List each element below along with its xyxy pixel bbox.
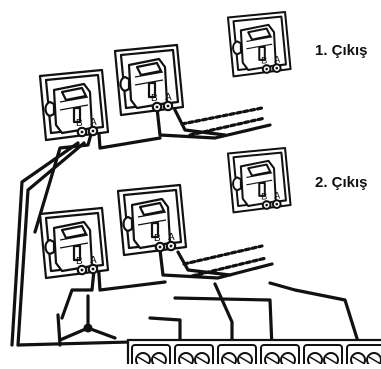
side-clip [232,176,242,192]
terminal-cell-slot [137,356,165,364]
terminal-b-label: B [261,192,267,202]
wire-bottom-dashed-2 [182,244,264,266]
module-top [60,224,88,240]
terminal-b-screw [158,245,162,249]
terminal-a-screw [169,244,173,248]
wire-bus-3 [58,326,90,342]
wire-bus-2 [86,294,117,340]
wire-top-dashed-2 [180,106,264,126]
module-top [247,163,272,177]
terminal-cell-slot [180,356,208,364]
module-top [60,86,88,102]
terminal-cell-slot [309,356,337,364]
terminal-cell-slot [266,356,294,364]
terminal-a-screw [275,66,279,70]
wire-top-4 [173,108,227,137]
wire-bus-6 [268,281,362,350]
wires [10,106,362,350]
terminal-b-screw [155,105,159,109]
terminal-a-screw [91,129,95,133]
wire-bus-7 [213,282,234,350]
wire-top-dashed-1 [188,116,267,137]
wire-riser-2 [16,141,86,347]
module-slot [72,106,82,124]
terminal-a-label: A [168,232,175,243]
side-clip [44,238,56,256]
terminal-cell-1 [131,344,171,369]
terminal-b-label: B [261,56,267,66]
terminal-b-label: B [154,233,161,244]
terminal-cell-2 [174,344,214,369]
wire-bottom-1 [60,258,97,320]
side-clip [119,75,131,93]
terminal-b-screw [80,130,84,134]
output-label-1: 1. Çıkış [315,42,368,59]
terminal-cell-slot [352,356,380,364]
terminal-cell-5 [303,344,343,369]
terminal-b-label: B [76,256,83,267]
wire-bus-4 [148,316,182,350]
terminal-b-screw [265,203,268,207]
wire-bus-5 [173,296,274,350]
terminal-block [126,338,381,369]
terminal-b-label: B [76,118,83,129]
module-top [138,201,166,217]
module-top [135,61,163,77]
module-slot [147,81,157,99]
module-slot [72,244,82,262]
terminal-a-screw [275,202,279,206]
wire-bottom-4 [176,250,232,277]
module-slot [258,45,266,61]
wire-riser-1 [10,141,80,347]
wire-bus-8 [16,340,132,347]
terminal-a-label: A [274,191,281,201]
terminal-cell-6 [346,344,381,369]
module-top [247,27,272,41]
wire-bottom-dashed-1 [190,256,268,278]
terminal-cell-slot [223,356,251,364]
terminal-a-screw [166,104,170,108]
module-slot [150,221,160,239]
terminal-a-label: A [274,55,281,65]
terminal-b-screw [265,67,268,71]
terminal-a-screw [91,267,95,271]
junction-dot [83,323,93,333]
module-slot [258,181,266,197]
side-clip [122,215,134,233]
terminal-b-screw [80,268,84,272]
side-clip [44,100,56,118]
terminal-a-label: A [165,92,172,103]
terminal-a-label: A [90,117,97,128]
terminal-cell-4 [260,344,300,369]
wire-top-3 [155,106,272,140]
terminal-b-label: B [151,93,158,104]
terminal-cell-3 [217,344,257,369]
terminal-a-label: A [90,255,97,266]
side-clip [232,40,242,56]
output-label-2: 2. Çıkış [315,174,368,191]
